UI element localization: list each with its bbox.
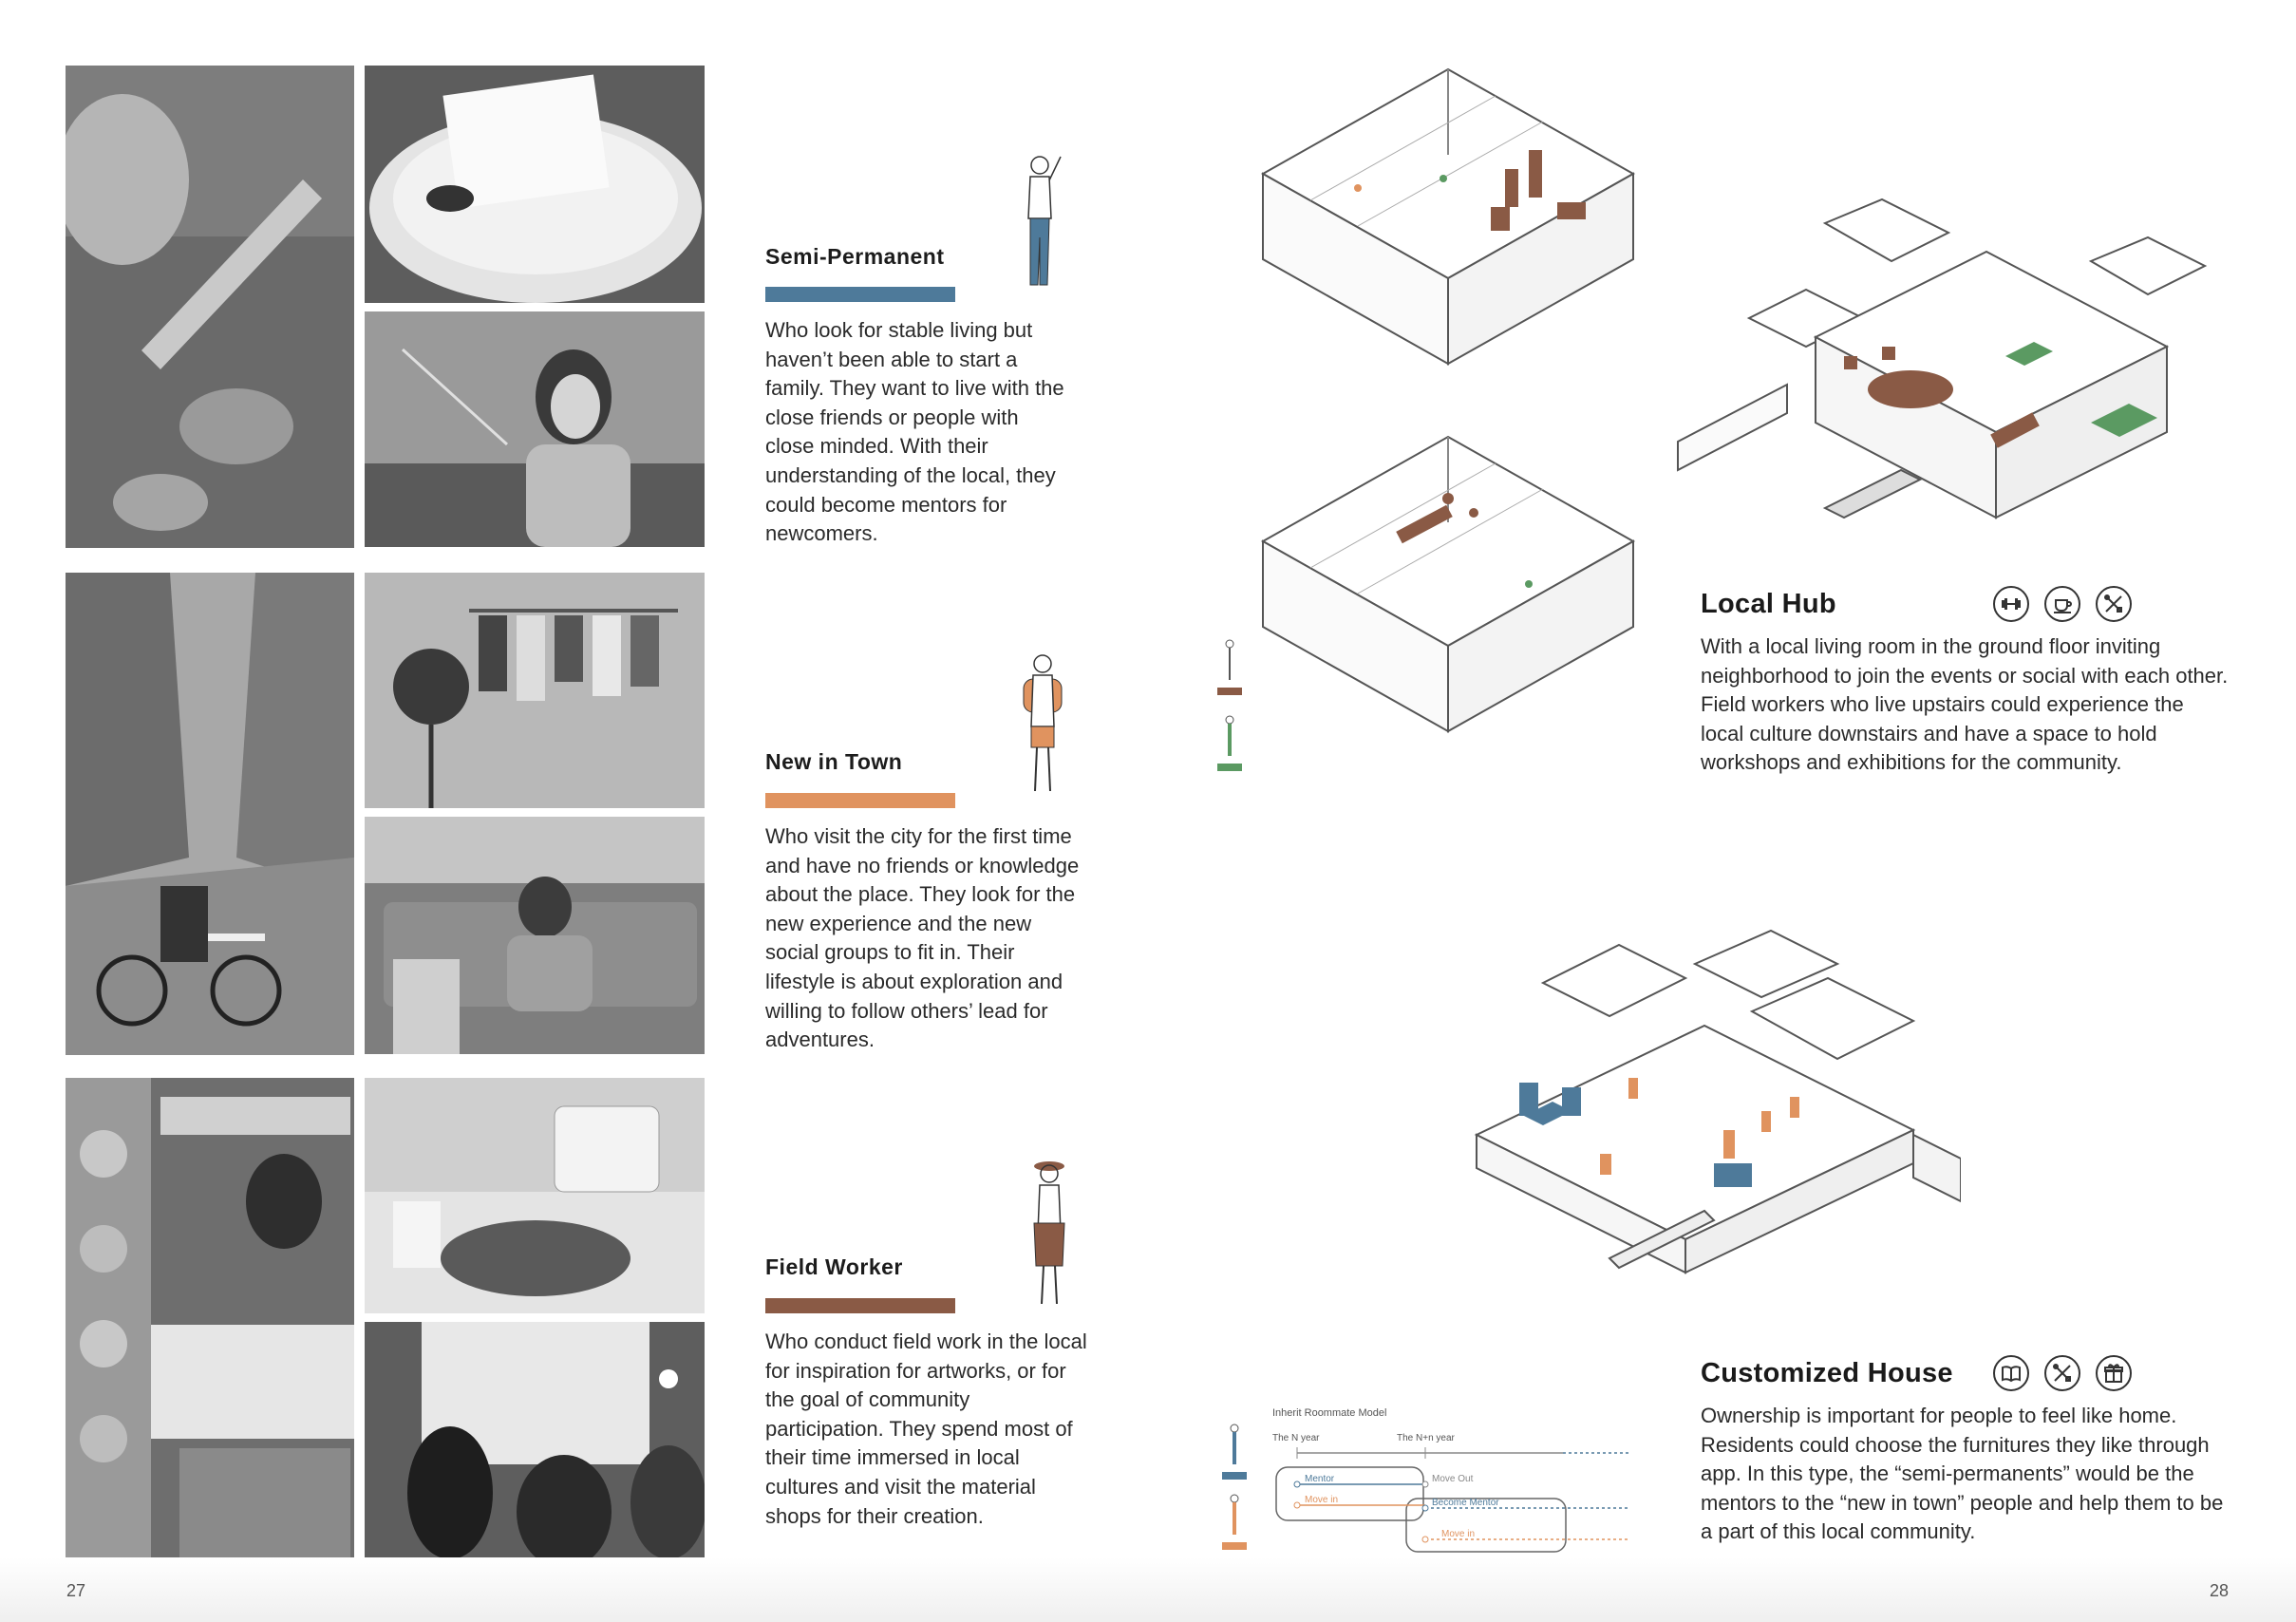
page-number-left: 27: [66, 1581, 86, 1600]
photo-cutting-tomato: [66, 66, 354, 548]
photo-workshop-group: [365, 1322, 705, 1559]
dumbbell-icon: [1993, 586, 2029, 622]
axonometric-unit-upper: [1253, 65, 1643, 368]
timeline-year-b: The N+n year: [1397, 1433, 1456, 1443]
persona-text-field-worker: Who conduct field work in the local for …: [765, 1330, 1087, 1528]
semi-permanent-figure: [1011, 152, 1068, 294]
new-in-town-figure: [1014, 651, 1071, 798]
page-number-right: 28: [2210, 1581, 2230, 1600]
persona-text-new-in-town: Who visit the city for the first time an…: [765, 824, 1080, 1052]
persona-bar-semi-permanent: [765, 287, 955, 302]
timeline-label-become-mentor: Become Mentor: [1432, 1498, 1499, 1508]
persona-title-new-in-town: New in Town: [765, 749, 903, 774]
axonometric-customized-house: [1467, 926, 1962, 1315]
photo-man-couch: [365, 817, 705, 1054]
axonometric-local-hub: [1673, 195, 2210, 522]
gift-icon: [2096, 1355, 2132, 1391]
inherit-roommate-timeline: Inherit Roommate Model The N year The N+…: [1269, 1404, 1629, 1556]
book-icon: [1993, 1355, 2029, 1391]
mini-figure-blue: [1220, 1423, 1249, 1481]
timeline-year-a: The N year: [1272, 1433, 1320, 1443]
photo-street-cyclist: [66, 573, 354, 1055]
page-footer: [0, 1557, 2296, 1622]
persona-bar-new-in-town: [765, 793, 955, 808]
local-hub-text: With a local living room in the ground f…: [1701, 634, 2229, 775]
photo-clothes-rack: [365, 573, 705, 808]
mini-figure-green: [1215, 714, 1244, 773]
timeline-label-mentor: Mentor: [1305, 1474, 1335, 1484]
field-worker-figure: [1021, 1157, 1078, 1311]
timeline-title: Inherit Roommate Model: [1272, 1407, 1386, 1419]
timeline-label-move-out: Move Out: [1432, 1474, 1474, 1484]
mini-figure-brown: [1215, 638, 1244, 697]
mini-figure-orange: [1220, 1493, 1249, 1552]
coffee-cup-icon: [2044, 586, 2080, 622]
persona-text-semi-permanent: Who look for stable living but haven’t b…: [765, 318, 1064, 546]
customized-house-text: Ownership is important for people to fee…: [1701, 1404, 2224, 1544]
photo-sewing-machine: [365, 1078, 705, 1313]
local-hub-title: Local Hub: [1701, 589, 1836, 619]
tools-icon: [2096, 586, 2132, 622]
persona-title-field-worker: Field Worker: [765, 1254, 903, 1279]
axonometric-unit-lower: [1253, 432, 1643, 736]
timeline-label-move-in-1: Move in: [1305, 1495, 1338, 1505]
persona-bar-field-worker: [765, 1298, 955, 1313]
photo-fabric-shop: [66, 1078, 354, 1560]
customized-house-title: Customized House: [1701, 1358, 1953, 1388]
photo-plate-note: [365, 66, 705, 303]
photo-woman-sofa: [365, 311, 705, 547]
tools-icon: [2044, 1355, 2080, 1391]
timeline-label-move-in-2: Move in: [1441, 1529, 1475, 1539]
persona-title-semi-permanent: Semi-Permanent: [765, 244, 945, 269]
